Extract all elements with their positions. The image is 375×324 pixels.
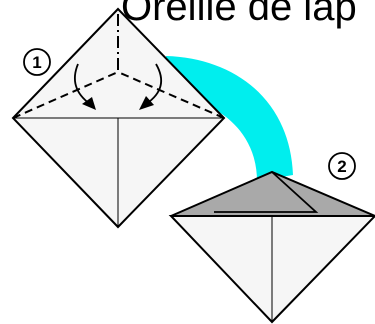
step-1-valley-fold-left — [12, 71, 119, 119]
step-1-valley-fold-right — [117, 71, 225, 119]
step-1-fold-arrow-right-head — [139, 96, 154, 110]
step-transition-arrow — [166, 56, 293, 181]
step-2-flap-edge — [214, 171, 319, 213]
step-2-number: 2 — [337, 157, 346, 176]
step-1-number: 1 — [32, 53, 41, 72]
step-2-diagram: 2 — [168, 152, 375, 324]
step-2-badge — [328, 152, 356, 180]
step-1-badge — [23, 48, 51, 76]
step-2-lower-half — [168, 215, 375, 324]
step-1-fold-arrow-left-head — [82, 97, 96, 110]
diagram-title: Oreille de lap — [121, 0, 357, 29]
step-1-diagram: 1 — [11, 7, 226, 229]
